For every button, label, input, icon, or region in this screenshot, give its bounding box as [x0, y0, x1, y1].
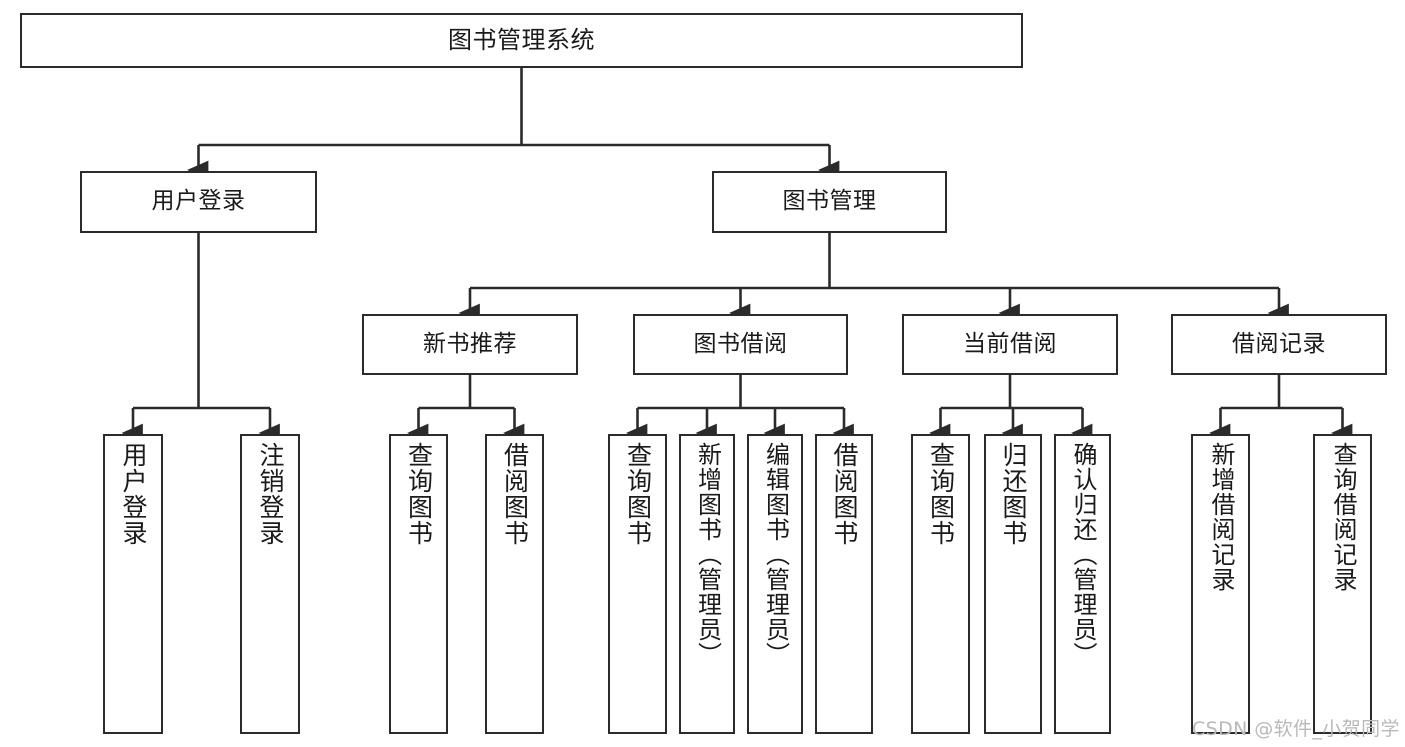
node-label: 借阅图书: [500, 442, 530, 546]
node-leaf-borrow-book-2[interactable]: 借阅图书: [815, 434, 873, 734]
node-label: 确认归还（管理员）: [1068, 442, 1097, 667]
node-leaf-query-book-3[interactable]: 查询图书: [911, 434, 970, 734]
node-label: 借阅图书: [830, 442, 859, 546]
node-leaf-confirm-return-admin[interactable]: 确认归还（管理员）: [1054, 434, 1111, 734]
node-label: 注销登录: [256, 442, 285, 546]
node-label: 新增图书（管理员）: [693, 442, 722, 667]
node-leaf-query-book-2[interactable]: 查询图书: [608, 434, 667, 734]
node-leaf-query-borrowing-record[interactable]: 查询借阅记录: [1313, 434, 1372, 734]
node-label: 查询图书: [926, 442, 956, 546]
node-label: 新增借阅记录: [1206, 442, 1235, 592]
node-current-borrowing[interactable]: 当前借阅: [902, 314, 1118, 375]
watermark: CSDN @软件_小贺同学: [1192, 718, 1400, 740]
node-book-management[interactable]: 图书管理: [712, 171, 947, 233]
node-root-book-management-system[interactable]: 图书管理系统: [20, 13, 1023, 68]
node-leaf-logout[interactable]: 注销登录: [240, 434, 300, 734]
node-label: 当前借阅: [963, 330, 1057, 357]
node-leaf-query-book-1[interactable]: 查询图书: [389, 434, 448, 734]
node-label: 编辑图书（管理员）: [761, 442, 790, 667]
node-leaf-user-login[interactable]: 用户登录: [103, 434, 163, 734]
node-label: 查询图书: [404, 442, 434, 546]
node-label: 新书推荐: [423, 330, 517, 357]
node-label: 图书管理系统: [448, 26, 595, 55]
node-user-login[interactable]: 用户登录: [80, 171, 317, 233]
node-leaf-add-book-admin[interactable]: 新增图书（管理员）: [679, 434, 735, 734]
node-label: 查询图书: [623, 442, 653, 546]
node-leaf-return-book[interactable]: 归还图书: [984, 434, 1042, 734]
node-borrowing-records[interactable]: 借阅记录: [1171, 314, 1387, 375]
node-label: 图书管理: [782, 188, 877, 215]
node-label: 归还图书: [999, 442, 1028, 546]
node-label: 图书借阅: [693, 330, 788, 357]
node-book-borrowing[interactable]: 图书借阅: [633, 314, 848, 375]
node-label: 用户登录: [151, 188, 246, 215]
node-label: 查询借阅记录: [1328, 442, 1357, 592]
node-leaf-add-borrowing-record[interactable]: 新增借阅记录: [1191, 434, 1250, 734]
node-leaf-edit-book-admin[interactable]: 编辑图书（管理员）: [747, 434, 803, 734]
node-new-book-recommendation[interactable]: 新书推荐: [362, 314, 578, 375]
node-leaf-borrow-book-1[interactable]: 借阅图书: [485, 434, 544, 734]
node-label: 借阅记录: [1232, 330, 1326, 357]
node-label: 用户登录: [119, 442, 148, 546]
